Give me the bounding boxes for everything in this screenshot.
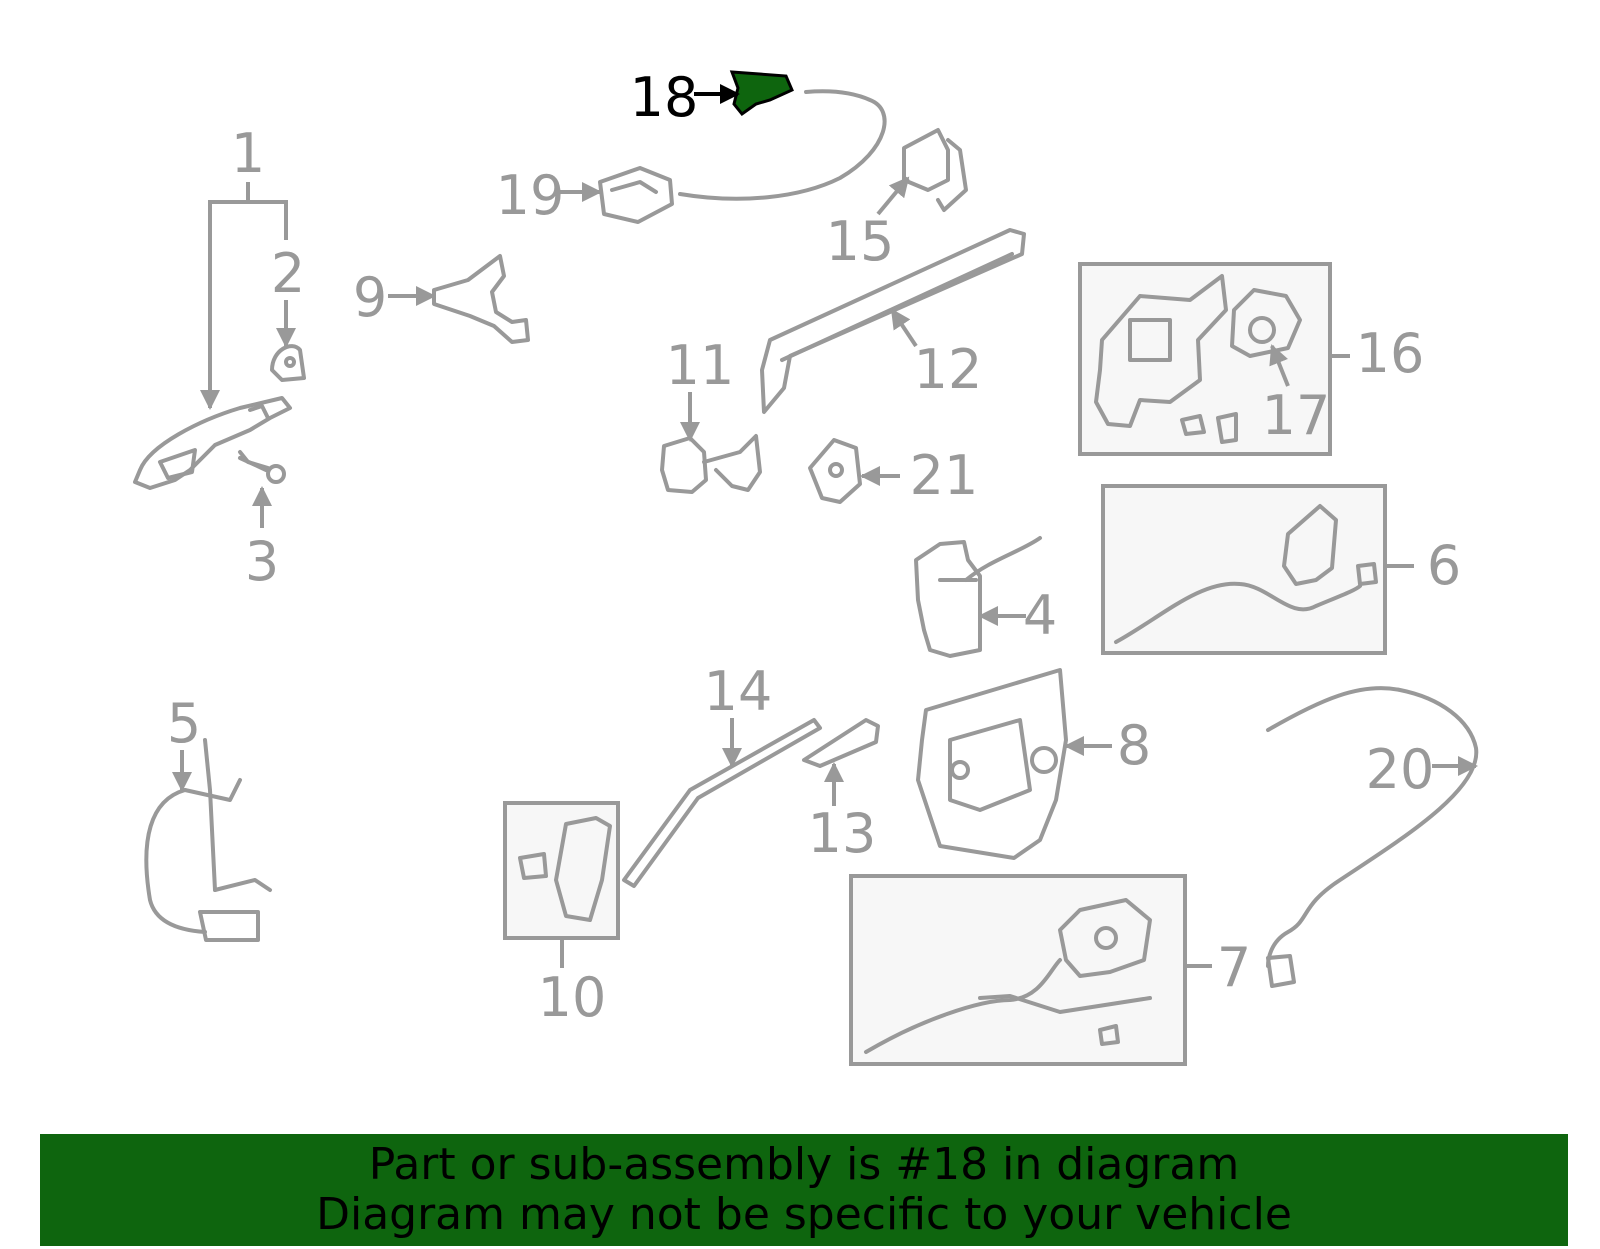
part-12-rail	[760, 228, 1026, 414]
callout-19: 19	[496, 164, 565, 227]
callout-5: 5	[167, 692, 201, 755]
callout-20: 20	[1366, 738, 1435, 801]
callout-15: 15	[826, 210, 895, 273]
part-16-group-box	[1078, 262, 1332, 456]
part-17-actuator	[1230, 288, 1302, 358]
part-12-arrow	[890, 308, 918, 348]
callout-13: 13	[808, 802, 877, 865]
part-11-hinge	[660, 434, 762, 494]
callout-4: 4	[1023, 584, 1057, 647]
part-21-striker	[808, 438, 862, 504]
part-13-bracket	[802, 718, 880, 768]
part-3-screw	[238, 450, 286, 484]
banner-line-1: Part or sub-assembly is #18 in diagram	[368, 1139, 1240, 1190]
part-18-highlighted	[729, 70, 794, 117]
part-9-bracket	[432, 254, 530, 344]
part-8-module-panel	[916, 668, 1068, 860]
callout-3: 3	[245, 530, 279, 593]
callout-6: 6	[1427, 534, 1461, 597]
callout-14: 14	[704, 660, 773, 723]
part-2-cap	[270, 344, 306, 382]
callout-10: 10	[538, 966, 607, 1029]
part-15-clip	[902, 128, 968, 212]
callout-1: 1	[231, 122, 265, 185]
callout-8: 8	[1117, 714, 1151, 777]
part-16-latch-assembly	[1094, 274, 1238, 444]
part-20-cable	[1266, 686, 1479, 988]
callout-11: 11	[666, 334, 735, 397]
part-10-trim	[518, 816, 612, 922]
callout-17: 17	[1262, 384, 1331, 447]
callout-7: 7	[1217, 936, 1251, 999]
part-6-group-box	[1101, 484, 1387, 655]
callout-9: 9	[353, 266, 387, 329]
part-14-strip	[622, 718, 822, 888]
part-1-outside-handle	[133, 396, 292, 490]
part-7-latch-cables	[864, 898, 1152, 1054]
info-banner: Part or sub-assembly is #18 in diagram D…	[40, 1134, 1568, 1246]
part-15-arrow	[876, 176, 910, 216]
callout-16: 16	[1356, 322, 1425, 385]
part-4-lock	[914, 536, 1042, 658]
part-17-arrow	[1269, 344, 1290, 387]
part-5-cable	[144, 738, 272, 942]
callout-12: 12	[914, 338, 983, 401]
part-7-group-box	[849, 874, 1187, 1066]
callout-2: 2	[271, 242, 305, 305]
banner-line-2: Diagram may not be specific to your vehi…	[316, 1189, 1292, 1240]
callout-18: 18	[630, 66, 699, 129]
part-6-cable-assembly	[1114, 504, 1378, 644]
callout-21: 21	[910, 444, 979, 507]
part-19-cable	[598, 89, 887, 224]
